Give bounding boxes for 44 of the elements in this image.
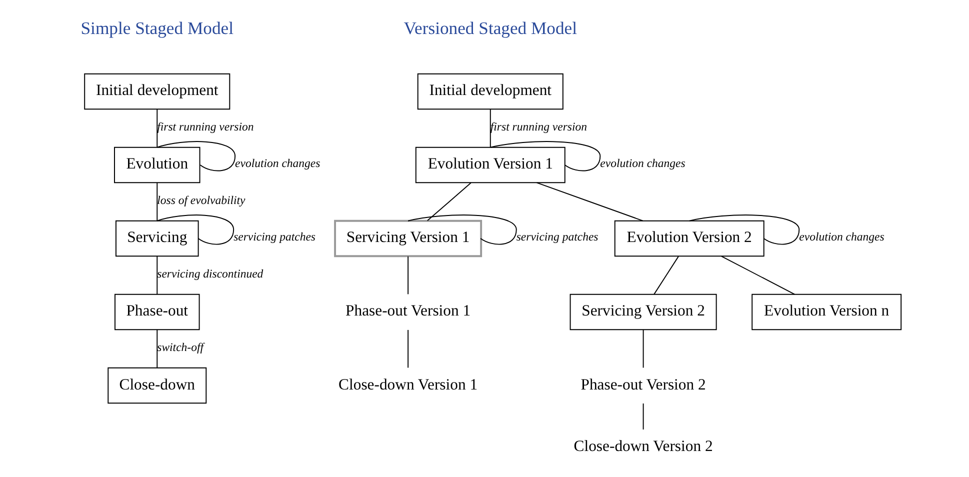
node-text: Phase-out Version 2 [580,376,706,394]
connector [156,256,158,295]
edge-label: evolution changes [798,230,884,244]
connector [156,329,158,368]
edge-label: loss of evolvability [156,194,245,207]
edge-label: servicing patches [233,230,315,244]
node-box: Evolution Version n [751,294,902,330]
edge-label: servicing discontinued [156,267,263,280]
node-box: Phase-out [114,294,200,330]
connector [720,256,795,295]
connector [156,182,158,222]
connector [642,403,644,430]
connector [489,108,490,148]
node-box: Close-down [107,367,206,404]
connector [688,214,800,245]
node-box: Evolution Version 2 [614,220,764,257]
connector [653,256,678,295]
connector [407,214,516,245]
node-text: Close-down Version 2 [573,438,712,455]
edge-label: first running version [156,120,254,134]
connector [156,108,158,148]
node-box: Evolution Version 1 [414,146,565,184]
label: Simple Staged Model [80,18,234,38]
edge-label: switch-off [156,340,203,354]
node-box: Initial development [84,73,230,110]
connector [426,182,471,222]
label: Versioned Staged Model [403,18,577,38]
connector [407,329,408,368]
connector [642,329,644,368]
connector [156,141,236,172]
node-text: Close-down Version 1 [338,376,478,394]
edge-label: evolution changes [234,157,320,170]
node-box: Evolution [114,146,200,184]
connector [407,256,408,295]
edge-label: servicing patches [516,230,598,244]
node-box: Servicing [114,220,198,257]
connector [536,182,643,222]
node-box: Servicing Version 2 [569,294,716,330]
connector [156,214,234,245]
connector [489,141,600,172]
node-box: Servicing Version 1 [334,220,482,258]
edge-label: evolution changes [600,157,685,170]
node-box: Initial development [416,73,563,110]
node-text: Phase-out Version 1 [345,302,470,320]
